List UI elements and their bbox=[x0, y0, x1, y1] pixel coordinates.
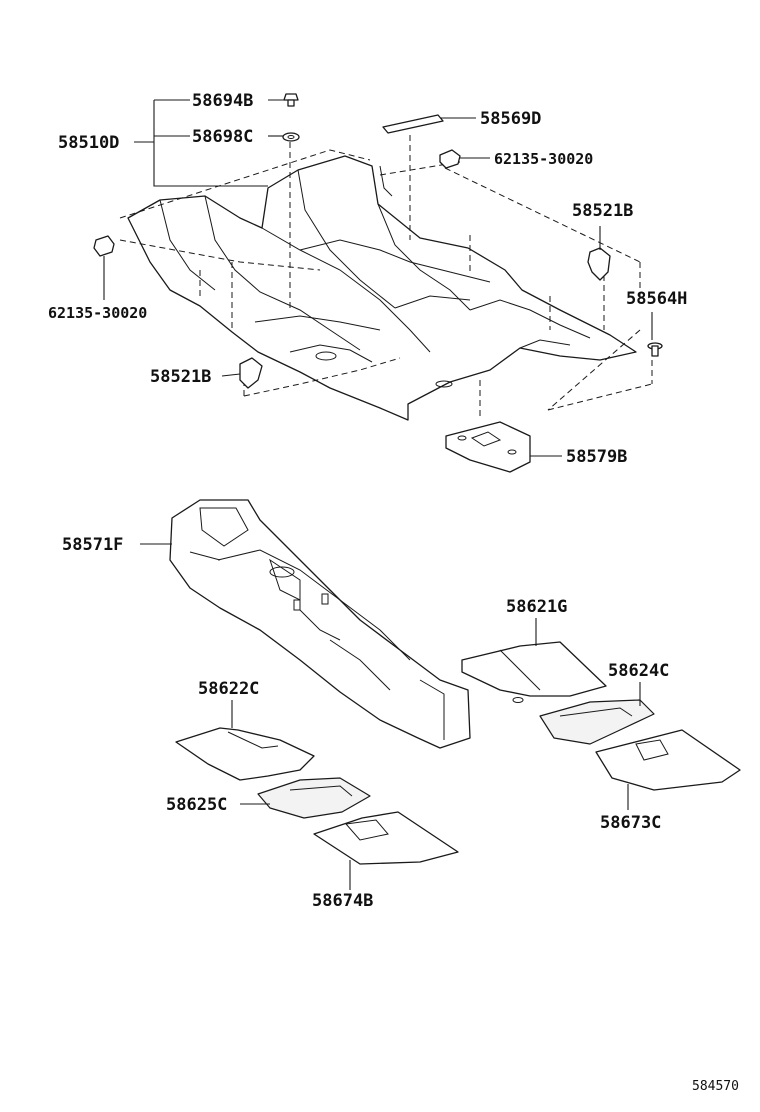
label-58694B: 58694B bbox=[192, 91, 253, 111]
label-58625C: 58625C bbox=[166, 795, 227, 815]
clip-58521B-right bbox=[587, 247, 611, 281]
reference-dashed-lines bbox=[119, 135, 653, 420]
pad-58674B bbox=[313, 811, 459, 865]
clip-62135-top bbox=[439, 149, 461, 169]
label-58521B-right: 58521B bbox=[572, 201, 633, 221]
label-58624C: 58624C bbox=[608, 661, 669, 681]
label-58510D: 58510D bbox=[58, 133, 119, 153]
part-labels: 58694B 58698C 58510D 58569D 62135-30020 … bbox=[48, 91, 687, 911]
pad-58624C bbox=[539, 699, 655, 745]
heel-pad-58579B bbox=[445, 421, 531, 473]
label-58621G: 58621G bbox=[506, 597, 567, 617]
label-62135-30020-top: 62135-30020 bbox=[494, 150, 593, 168]
figure-reference-number: 584570 bbox=[692, 1079, 739, 1094]
label-58579B: 58579B bbox=[566, 447, 627, 467]
label-58564H: 58564H bbox=[626, 289, 687, 309]
pad-58569D bbox=[382, 114, 444, 134]
washer-58698C bbox=[282, 132, 300, 142]
label-58673C: 58673C bbox=[600, 813, 661, 833]
label-62135-30020-left: 62135-30020 bbox=[48, 304, 147, 322]
pad-58621G bbox=[461, 641, 607, 703]
pad-58673C bbox=[595, 729, 741, 791]
label-58571F: 58571F bbox=[62, 535, 123, 555]
label-58622C: 58622C bbox=[198, 679, 259, 699]
pad-58622C bbox=[175, 727, 315, 781]
label-58521B-left: 58521B bbox=[150, 367, 211, 387]
floor-carpet-assembly bbox=[127, 155, 637, 421]
clip-62135-left bbox=[93, 235, 115, 257]
clip-58521B-left bbox=[239, 357, 263, 389]
floor-silencer-58571F bbox=[169, 499, 471, 749]
pad-58625C bbox=[257, 777, 371, 819]
label-58569D: 58569D bbox=[480, 109, 541, 129]
label-58698C: 58698C bbox=[192, 127, 253, 147]
leader-lines bbox=[103, 99, 653, 890]
label-58674B: 58674B bbox=[312, 891, 373, 911]
grommet-58564H bbox=[647, 342, 663, 357]
clip-58694B bbox=[283, 93, 299, 107]
